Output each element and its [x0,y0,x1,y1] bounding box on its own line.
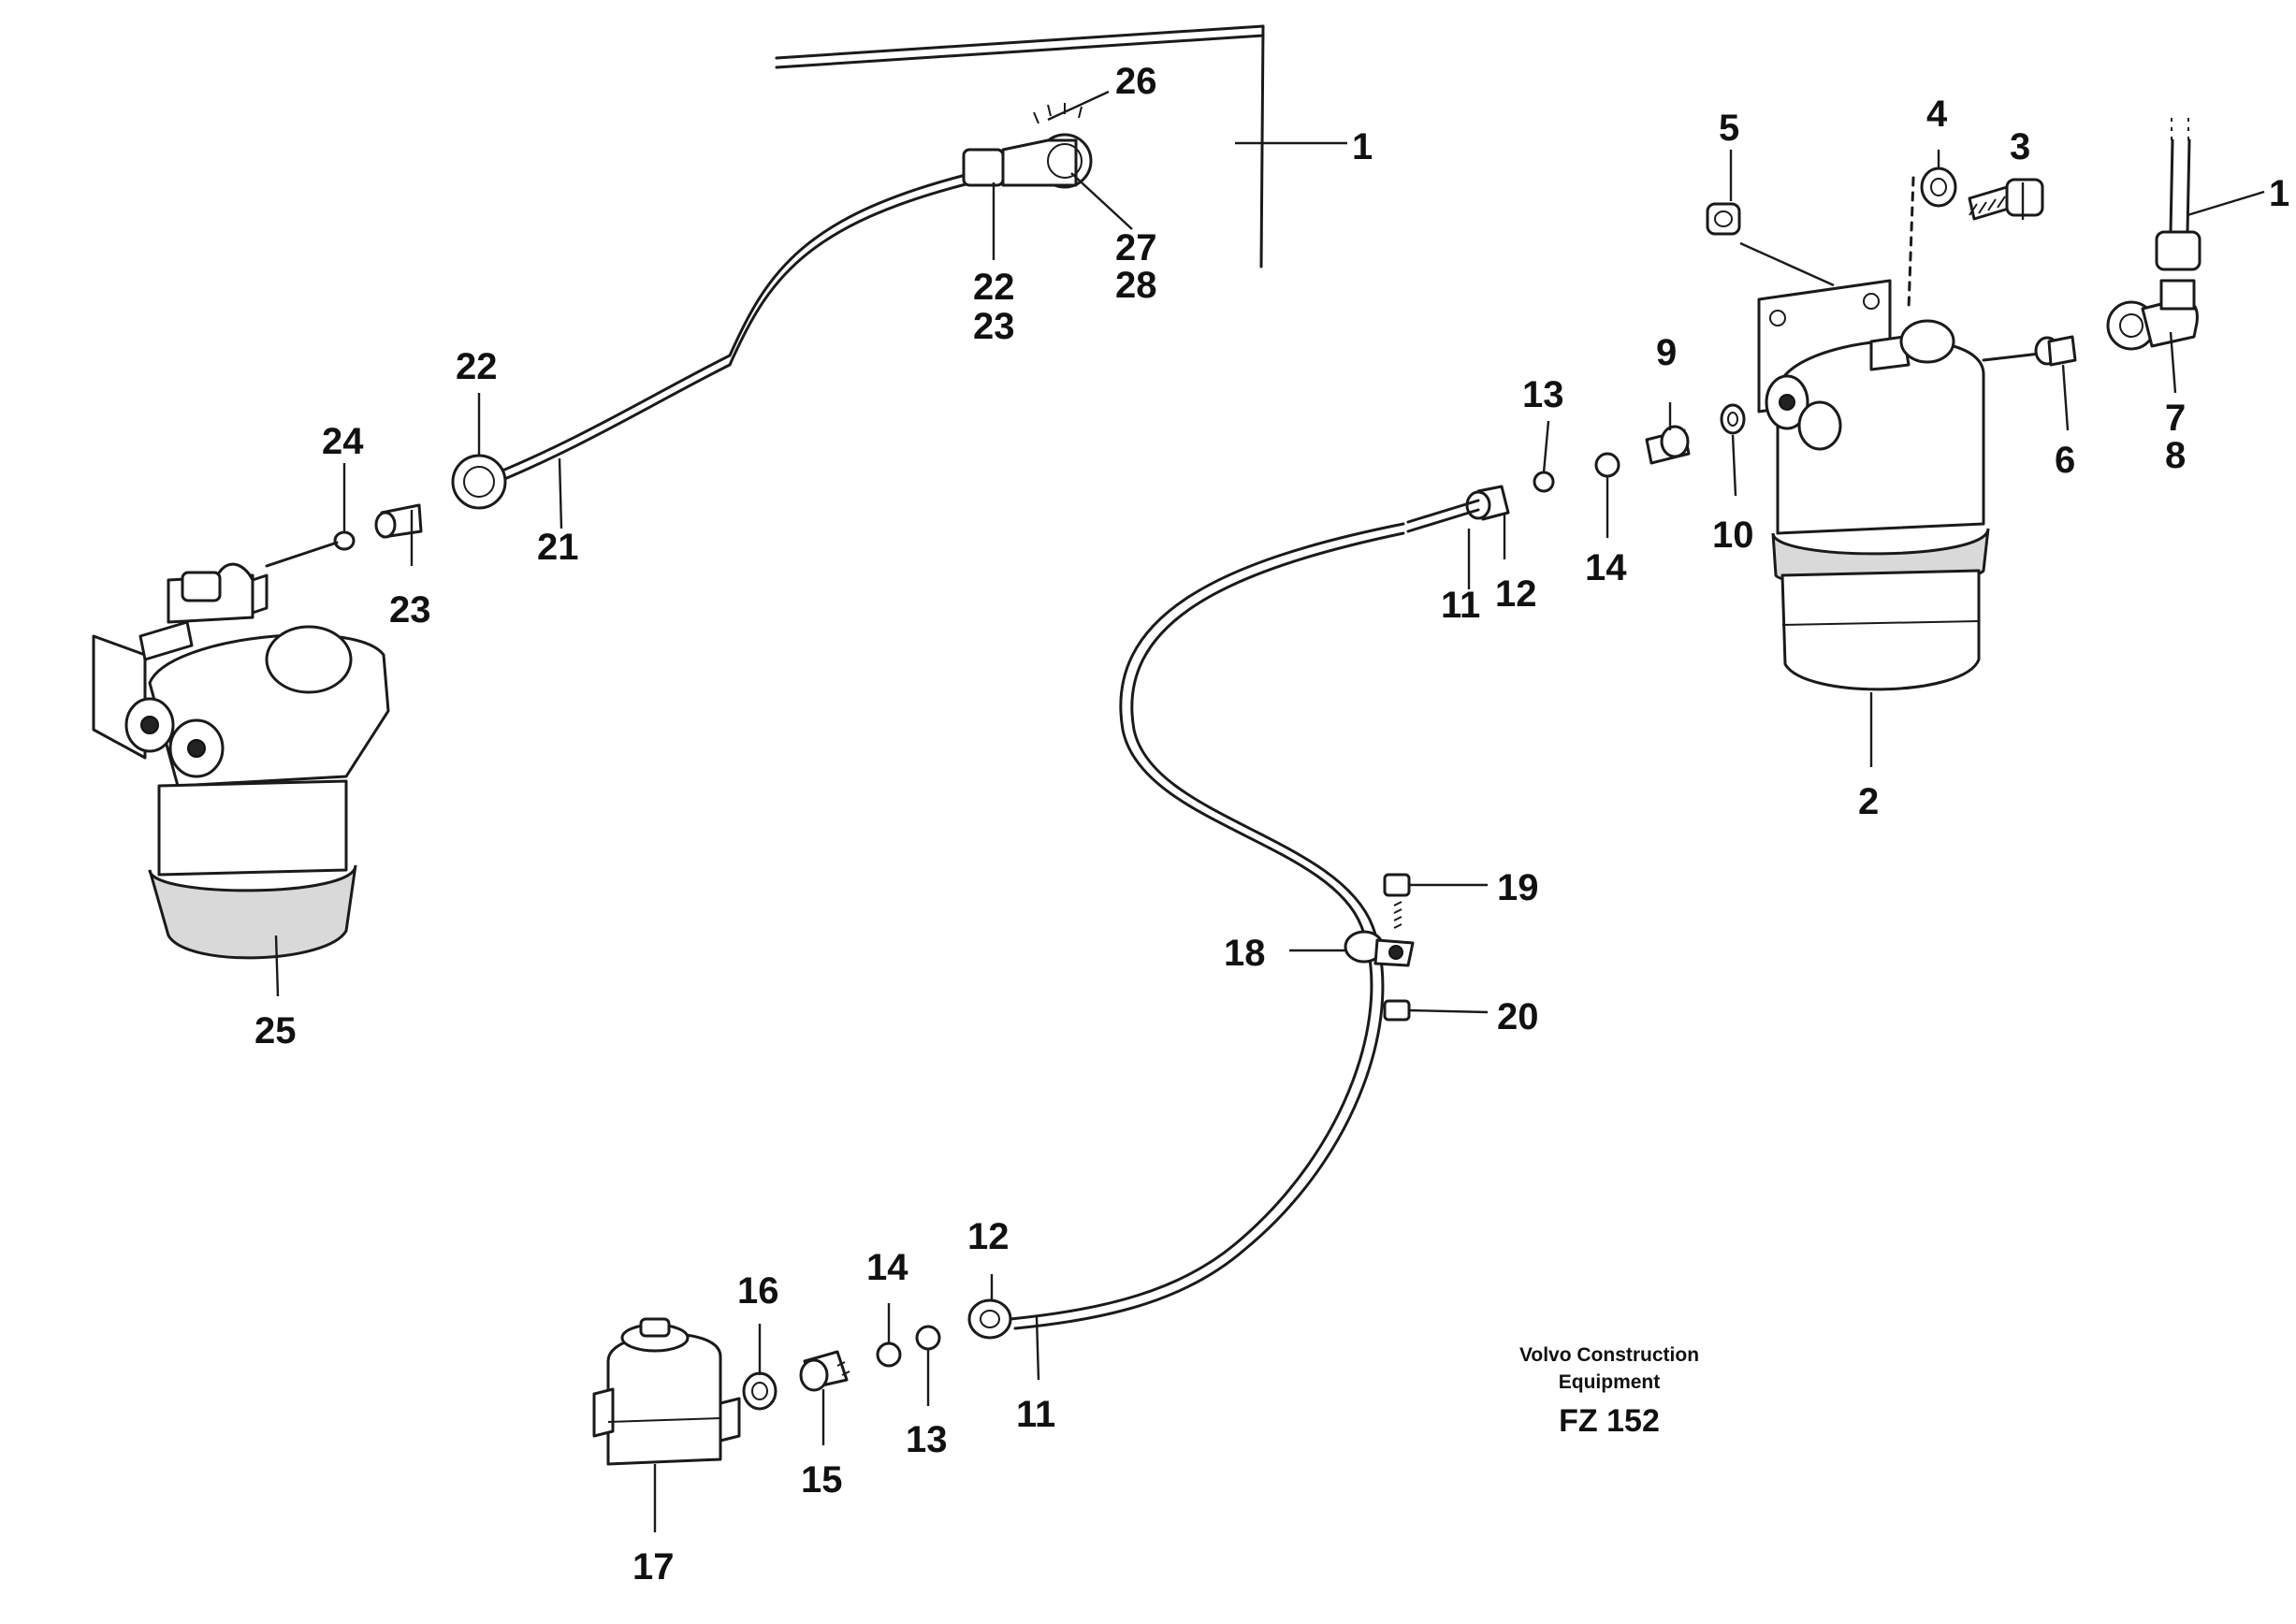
callout-23-left: 23 [389,589,431,631]
callout-2: 2 [1858,781,1879,822]
callout-12-upper: 12 [1495,573,1537,615]
callout-14-upper: 14 [1585,547,1627,588]
callout-8: 8 [2165,435,2186,476]
callout-1-top: 1 [1352,126,1373,167]
fuel-pump-unit [592,1317,741,1466]
callout-11-lower: 11 [1016,1394,1055,1435]
callout-27: 27 [1115,227,1157,268]
top-elbow-fitting [962,103,1093,189]
drawing-caption: Volvo Construction Equipment FZ 152 [1519,1344,1699,1439]
callout-16: 16 [737,1270,779,1312]
callout-14-lower: 14 [866,1247,908,1288]
middle-right-fittings [1406,403,1746,533]
drawing-code: FZ 152 [1559,1403,1660,1439]
bottom-fittings [742,1298,1012,1411]
callout-13-upper: 13 [1522,374,1564,415]
right-inlet-fittings [1982,112,2202,367]
callout-24: 24 [322,421,364,462]
callout-5: 5 [1719,108,1739,149]
callout-3: 3 [2010,126,2030,167]
callout-21: 21 [537,527,579,568]
caption-company: Volvo Construction [1519,1344,1699,1366]
caption-equipment: Equipment [1559,1371,1661,1393]
callout-12-lower: 12 [967,1216,1010,1257]
callout-19: 19 [1497,867,1539,908]
bracket-bolts [1706,167,2044,311]
callout-9: 9 [1656,332,1677,373]
callout-numbers: 1 1 2 3 4 5 6 7 8 9 10 11 11 12 12 13 13… [254,61,2289,1588]
callout-15: 15 [801,1459,843,1501]
right-fuel-filter [1757,279,1990,691]
long-fuel-pipe [1009,522,1405,1330]
left-fittings [265,454,507,568]
callout-4: 4 [1926,94,1948,135]
callout-13-lower: 13 [906,1419,948,1460]
callout-11-upper: 11 [1441,585,1480,626]
callout-23-top: 23 [973,306,1015,347]
left-fuel-filter [92,562,390,960]
callout-7: 7 [2165,398,2186,439]
callout-28: 28 [1115,265,1157,306]
callout-18: 18 [1224,933,1266,974]
callout-22-top: 22 [973,267,1015,308]
leader-lines [274,90,2265,1532]
callout-17: 17 [632,1546,675,1588]
callout-1-right: 1 [2269,173,2289,214]
callout-10: 10 [1712,515,1754,556]
upper-fuel-pipe [485,171,975,488]
callout-20: 20 [1497,996,1539,1037]
callout-6: 6 [2055,440,2075,481]
callout-26: 26 [1115,61,1157,102]
callout-22-left: 22 [456,346,498,387]
panel-frame [775,24,1265,268]
callout-25: 25 [254,1010,297,1051]
